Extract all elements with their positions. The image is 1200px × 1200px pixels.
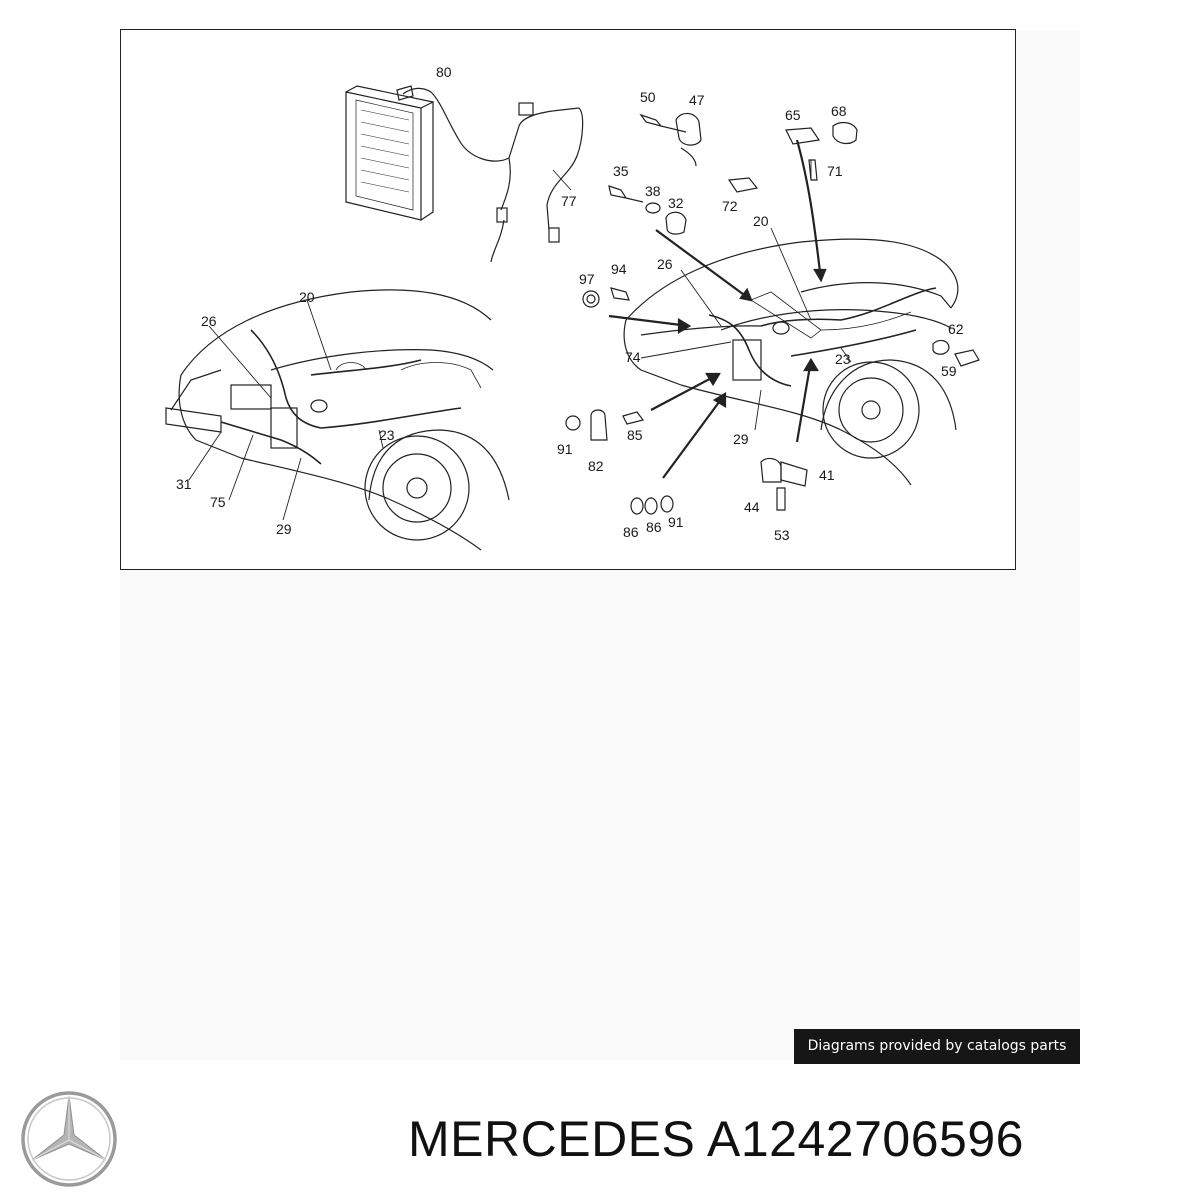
loose-parts-drawing — [608, 112, 858, 235]
callout-26-left: 26 — [201, 313, 217, 329]
callout-59: 59 — [941, 363, 957, 379]
callout-75: 75 — [210, 494, 226, 510]
callout-80: 80 — [436, 64, 452, 80]
callout-62: 62 — [948, 321, 964, 337]
car-drawing-left — [165, 289, 510, 551]
callout-44: 44 — [744, 499, 760, 515]
callout-32: 32 — [668, 195, 684, 211]
parts-diagram: 80 50 47 65 68 35 38 32 72 71 77 20 26 9… — [120, 29, 1016, 570]
callout-29-left: 29 — [276, 521, 292, 537]
callout-53: 53 — [774, 527, 790, 543]
callout-20-right: 20 — [753, 213, 769, 229]
callout-91-bottom: 91 — [668, 514, 684, 530]
callout-26-right: 26 — [657, 256, 673, 272]
callout-72: 72 — [722, 198, 738, 214]
callout-86-a: 86 — [623, 524, 639, 540]
callout-50: 50 — [640, 89, 656, 105]
callout-38: 38 — [645, 183, 661, 199]
callout-47: 47 — [689, 92, 705, 108]
callout-71: 71 — [827, 163, 843, 179]
callout-20-left: 20 — [299, 289, 315, 305]
diagram-credit-banner: Diagrams provided by catalogs parts — [794, 1029, 1080, 1064]
callout-23-left: 23 — [379, 427, 395, 443]
callout-35: 35 — [613, 163, 629, 179]
callout-85: 85 — [627, 427, 643, 443]
callout-labels: 80 50 47 65 68 35 38 32 72 71 77 20 26 9… — [176, 64, 964, 543]
brand-name: MERCEDES — [408, 1111, 696, 1167]
arrows-right — [608, 139, 827, 479]
part-number: A1242706596 — [707, 1111, 1024, 1167]
car-drawing-right — [623, 238, 959, 486]
callout-82: 82 — [588, 458, 604, 474]
callout-68: 68 — [831, 103, 847, 119]
callout-23-right: 23 — [835, 351, 851, 367]
callout-91-top: 91 — [557, 441, 573, 457]
callout-31: 31 — [176, 476, 192, 492]
callout-77: 77 — [561, 193, 577, 209]
callout-29-right: 29 — [733, 431, 749, 447]
radiator-drawing — [345, 85, 584, 263]
leader-lines — [188, 160, 852, 521]
mercedes-star-icon — [18, 1088, 120, 1190]
callout-74: 74 — [625, 349, 641, 365]
callout-94: 94 — [611, 261, 627, 277]
callout-65: 65 — [785, 107, 801, 123]
product-title: MERCEDES A1242706596 — [408, 1110, 1024, 1168]
callout-86-b: 86 — [646, 519, 662, 535]
fastener-parts-drawing — [565, 287, 980, 515]
callout-41: 41 — [819, 467, 835, 483]
callout-97: 97 — [579, 271, 595, 287]
